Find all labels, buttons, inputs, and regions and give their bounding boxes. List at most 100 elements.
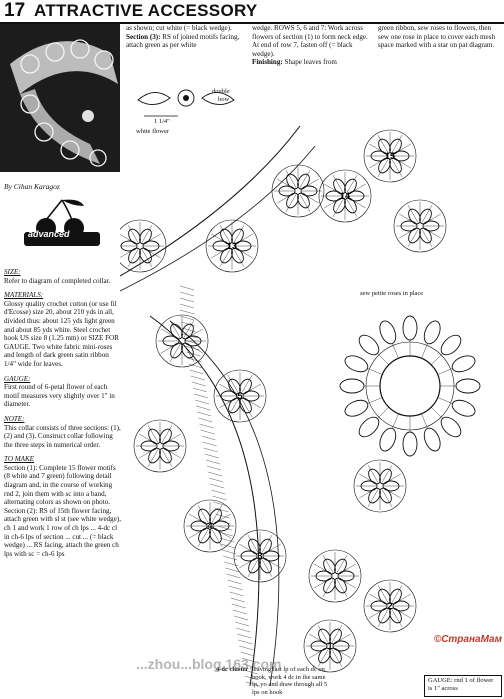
- gauge-box: GAUGE: rnd 1 of flower is 1" across: [424, 675, 502, 697]
- rosette-motif: [339, 315, 481, 457]
- bow-measure: 1 1/4": [154, 118, 170, 125]
- cluster-note-text: leaving last lp of each dc on hook, work…: [252, 666, 328, 696]
- mesh-stitch: [224, 561, 239, 567]
- mesh-stitch: [202, 441, 217, 447]
- mesh-stitch: [205, 459, 220, 465]
- section-label: Section (3):: [126, 32, 161, 41]
- mesh-stitch: [219, 537, 235, 543]
- mesh-stitch: [213, 501, 228, 507]
- mesh-stitch: [179, 315, 195, 321]
- collar-photo: [0, 24, 120, 172]
- flower-motif: 15: [363, 129, 417, 183]
- motif-number: 13: [227, 241, 237, 251]
- mesh-stitch: [230, 597, 245, 603]
- mesh-stitch: [191, 381, 206, 387]
- mesh-stitch: [204, 453, 219, 459]
- bow-sketch: double bow 1 1/4" white flower: [130, 82, 240, 138]
- difficulty-badge: advanced: [22, 196, 102, 252]
- flower-motif: 3: [233, 529, 287, 583]
- section-text: Glossy quality crochet cotton (or use fi…: [4, 299, 119, 368]
- mesh-stitch: [196, 405, 211, 411]
- text-block: Shape leaves from: [284, 58, 337, 67]
- motif-number: 2: [387, 601, 392, 611]
- flower-motif: 4: [183, 499, 237, 553]
- mesh-stitch: [239, 645, 254, 651]
- mesh-stitch: [188, 363, 203, 369]
- cherry-icon: [24, 199, 100, 246]
- mesh-stitch: [243, 669, 258, 675]
- page-number: 17: [4, 0, 26, 21]
- flower-motif: 1: [303, 619, 357, 673]
- mesh-stitch: [235, 621, 250, 627]
- flower-motif: [393, 199, 447, 253]
- flower-motif: [133, 419, 187, 473]
- mesh-stitch: [192, 387, 208, 393]
- mesh-stitch: [179, 297, 195, 303]
- mesh-stitch: [217, 525, 232, 531]
- motif-number: 1: [327, 641, 332, 651]
- mesh-stitch: [201, 435, 216, 441]
- section-heading: MATERIALS:: [4, 291, 44, 300]
- section-text: This collar consists of three sections: …: [4, 423, 121, 449]
- mesh-stitch: [198, 417, 213, 423]
- top-column-3: green ribbon, sew roses to flowers, then…: [378, 24, 500, 50]
- byline: By Cihan Karagoz: [4, 182, 60, 191]
- section-text: Section (1): Complete 15 flower motifs (…: [4, 463, 122, 558]
- mesh-stitch: [187, 357, 202, 363]
- flower-motif: 14: [318, 169, 372, 223]
- mesh-stitch: [241, 657, 256, 663]
- flower-motif: [308, 549, 362, 603]
- section-label: Finishing:: [252, 58, 283, 67]
- page-title: ATTRACTIVE ACCESSORY: [34, 1, 258, 20]
- flower-motif: [271, 164, 325, 218]
- mesh-stitch: [228, 585, 243, 591]
- section-text: First round of 6-petal flower of each mo…: [4, 383, 115, 409]
- mesh-stitch: [236, 627, 251, 633]
- mesh-stitch: [231, 603, 246, 609]
- flower-motif: [353, 459, 407, 513]
- mesh-stitch: [229, 591, 244, 597]
- gauge-section: GAUGE:First round of 6-petal flower of e…: [4, 375, 122, 409]
- flower-motif: [113, 219, 167, 273]
- mesh-stitch: [208, 471, 223, 477]
- text-block: RS of joined motifs facing, attach green…: [126, 32, 240, 50]
- mesh-stitch: [227, 579, 242, 585]
- mesh-stitch: [244, 675, 259, 681]
- cluster-note-title: 4-dc cluster: [216, 666, 249, 673]
- page-header: 17 ATTRACTIVE ACCESSORY: [0, 0, 504, 24]
- motif-number: 4: [207, 521, 212, 531]
- mesh-stitch: [225, 567, 240, 573]
- flower-motif: 5: [213, 369, 267, 423]
- mesh-stitch: [179, 303, 195, 309]
- mesh-stitch: [240, 651, 255, 657]
- flower-motif: [155, 314, 209, 368]
- section-heading: GAUGE:: [4, 374, 31, 383]
- text-block: green ribbon, sew roses to flowers, then…: [378, 24, 495, 50]
- mesh-stitch: [237, 633, 252, 639]
- flower-motif: 13: [205, 219, 259, 273]
- mesh-stitch: [179, 285, 195, 291]
- materials-section: MATERIALS:Glossy quality crochet cotton …: [4, 291, 122, 368]
- star-note: sew petite roses in place: [360, 290, 424, 297]
- mesh-stitch: [209, 477, 224, 483]
- bow-caption: white flower: [136, 128, 170, 135]
- mesh-stitch: [212, 495, 227, 501]
- bow-icon: [137, 89, 235, 117]
- left-column: SIZE:Refer to diagram of completed colla…: [4, 262, 122, 558]
- section-heading: SIZE:: [4, 268, 21, 276]
- mesh-stitch: [184, 339, 199, 345]
- text-block: as shown; cut white (= black wedge).: [126, 24, 232, 32]
- mesh-stitch: [203, 447, 218, 453]
- motif-number: 5: [237, 391, 242, 401]
- motif-number: 15: [385, 151, 395, 161]
- section-text: Refer to diagram of completed collar.: [4, 276, 111, 285]
- mesh-stitch: [211, 489, 226, 495]
- mesh-stitch: [226, 573, 241, 579]
- mesh-stitch: [220, 543, 236, 549]
- mesh-stitch: [245, 681, 260, 687]
- mesh-stitch: [200, 429, 215, 435]
- motif-number: 3: [257, 551, 262, 561]
- mesh-stitch: [215, 513, 230, 519]
